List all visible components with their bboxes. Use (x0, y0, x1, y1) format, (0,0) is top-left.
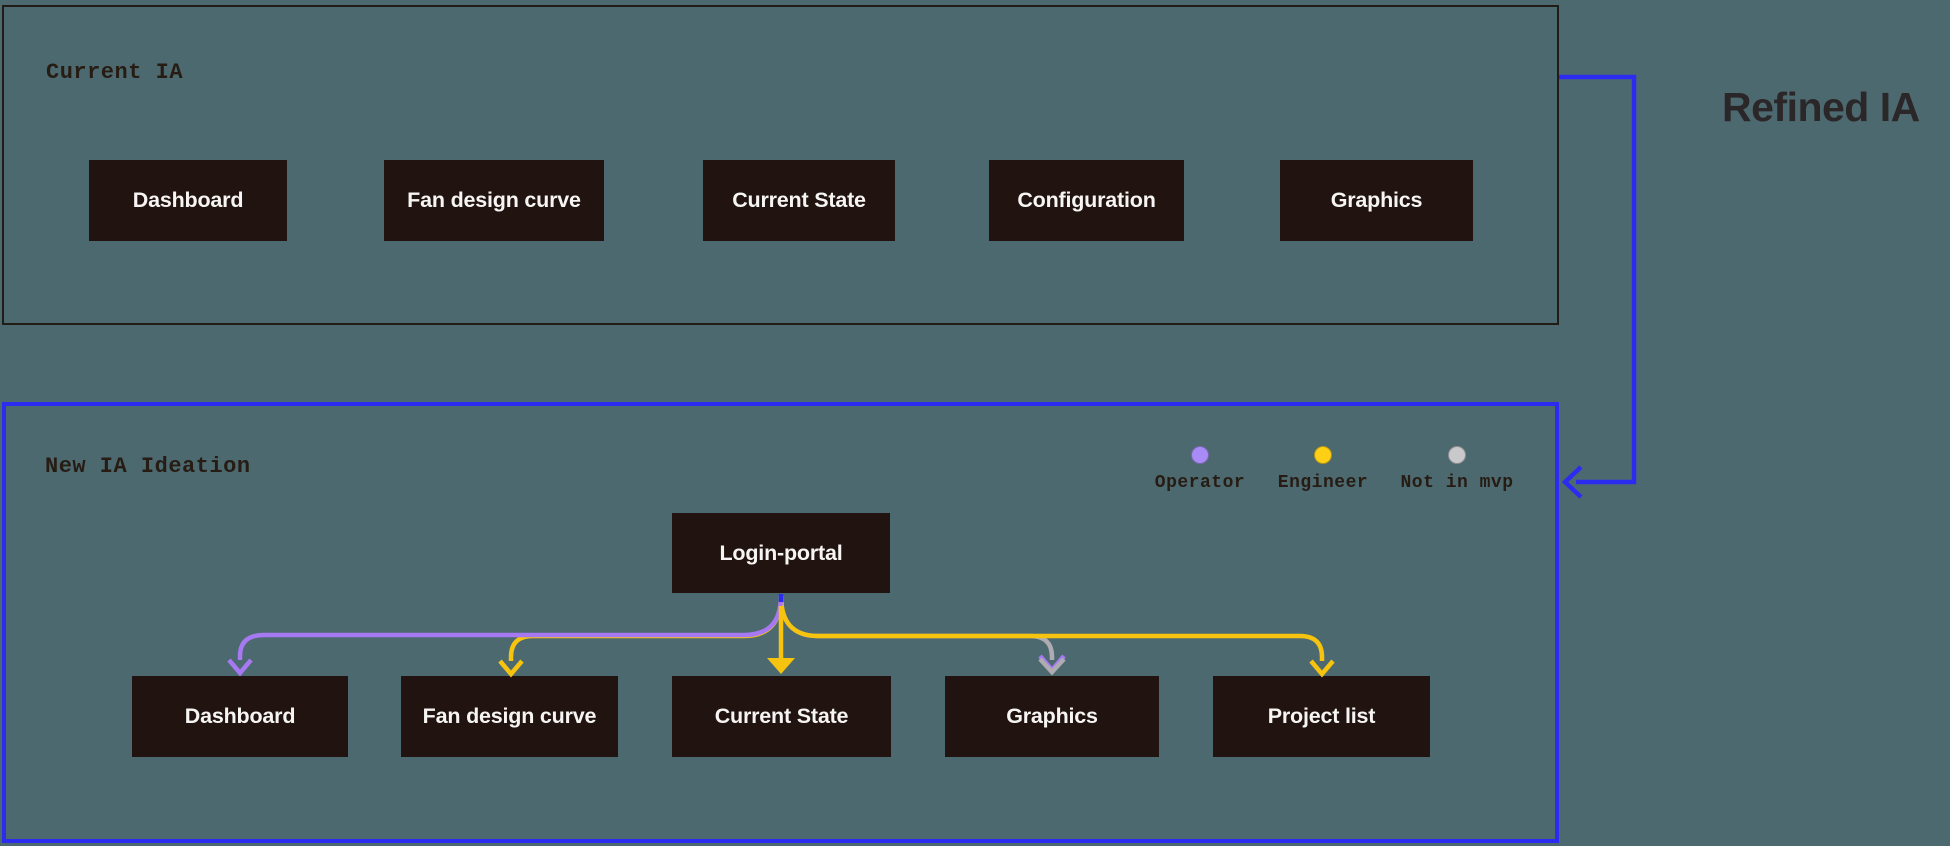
operator-dot-icon (1191, 446, 1209, 464)
legend-item-not-in-mvp: Not in mvp (1392, 446, 1522, 493)
new-ia-node-dashboard[interactable]: Dashboard (132, 676, 348, 757)
new-ia-node-fan-design-curve[interactable]: Fan design curve (401, 676, 618, 757)
legend-item-engineer: Engineer (1258, 446, 1388, 493)
current-ia-node-current-state[interactable]: Current State (703, 160, 895, 241)
current-ia-node-graphics[interactable]: Graphics (1280, 160, 1473, 241)
current-ia-frame (2, 5, 1559, 325)
refined-ia-connector (1559, 74, 1637, 485)
legend-label-operator: Operator (1154, 473, 1246, 493)
new-ia-node-project-list[interactable]: Project list (1213, 676, 1430, 757)
new-ia-node-graphics[interactable]: Graphics (945, 676, 1159, 757)
new-ia-node-login-portal[interactable]: Login-portal (672, 513, 890, 593)
new-ia-frame (2, 402, 1559, 843)
refined-ia-title: Refined IA (1722, 84, 1920, 130)
not-in-mvp-dot-icon (1448, 446, 1466, 464)
new-ia-node-current-state[interactable]: Current State (672, 676, 891, 757)
new-ia-title: New IA Ideation (45, 454, 251, 479)
current-ia-title: Current IA (46, 60, 184, 85)
current-ia-node-configuration[interactable]: Configuration (989, 160, 1184, 241)
refined-ia-arrowhead-icon (1561, 465, 1583, 499)
legend-label-engineer: Engineer (1277, 473, 1369, 493)
current-ia-node-dashboard[interactable]: Dashboard (89, 160, 287, 241)
legend-label-not-in-mvp: Not in mvp (1400, 473, 1514, 493)
legend-item-operator: Operator (1135, 446, 1265, 493)
engineer-dot-icon (1314, 446, 1332, 464)
current-ia-node-fan-design-curve[interactable]: Fan design curve (384, 160, 604, 241)
